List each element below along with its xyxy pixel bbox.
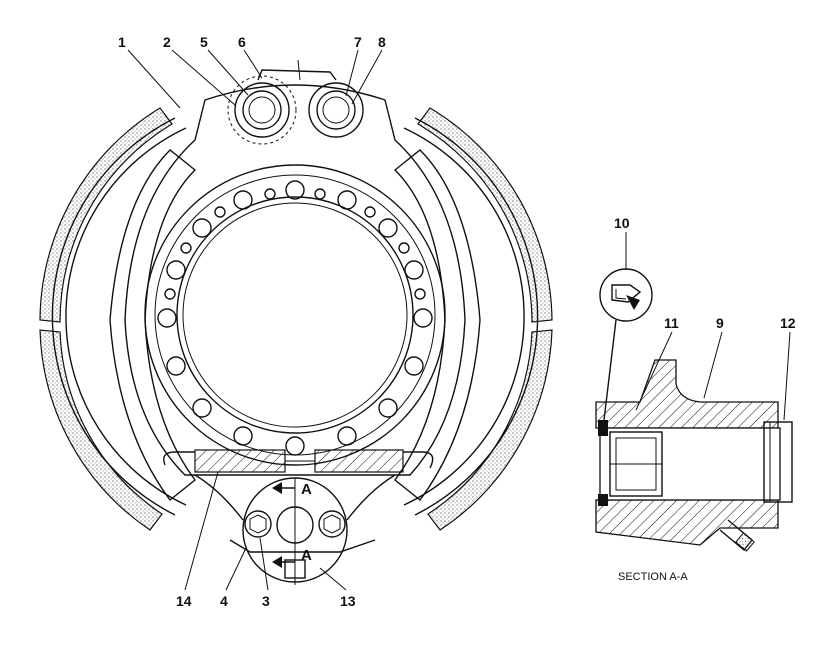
right-shoe-lining bbox=[417, 107, 553, 323]
callout-8: 8 bbox=[378, 34, 386, 50]
callout-12: 12 bbox=[780, 315, 796, 331]
hub-bore bbox=[176, 196, 414, 434]
housing-upper-section bbox=[595, 359, 779, 429]
right-shoe-lining-lower bbox=[427, 329, 553, 531]
section-mark-bottom: A bbox=[301, 547, 312, 564]
bolt-holes bbox=[157, 180, 433, 456]
anchor-pin-right bbox=[308, 82, 364, 138]
callout-leaders bbox=[127, 49, 383, 591]
callout-4: 4 bbox=[220, 593, 228, 609]
return-spring-right bbox=[314, 449, 434, 473]
section-label: SECTION A-A bbox=[618, 571, 688, 583]
callout-7: 7 bbox=[354, 34, 362, 50]
left-shoe-lining bbox=[39, 107, 173, 323]
callout-5: 5 bbox=[200, 34, 208, 50]
callout-10: 10 bbox=[614, 215, 630, 231]
callout-3: 3 bbox=[262, 593, 270, 609]
callout-2: 2 bbox=[163, 34, 171, 50]
retainer-wire bbox=[257, 69, 337, 81]
callout-13: 13 bbox=[340, 593, 356, 609]
spider-plate bbox=[124, 84, 466, 476]
sleeve-section bbox=[763, 421, 793, 503]
section-a-a-view bbox=[595, 331, 793, 552]
adjuster-bolt-left bbox=[244, 510, 272, 538]
callout-1: 1 bbox=[118, 34, 126, 50]
callout-6: 6 bbox=[238, 34, 246, 50]
callout-14: 14 bbox=[176, 593, 192, 609]
callout-11: 11 bbox=[664, 315, 679, 331]
callout-9: 9 bbox=[716, 315, 724, 331]
adjuster-bolt-right bbox=[318, 510, 346, 538]
brake-front-view: A A bbox=[39, 59, 553, 585]
anchor-pin-left bbox=[227, 75, 297, 145]
section-mark-top: A bbox=[301, 481, 312, 498]
left-shoe-lining-lower bbox=[39, 329, 163, 531]
